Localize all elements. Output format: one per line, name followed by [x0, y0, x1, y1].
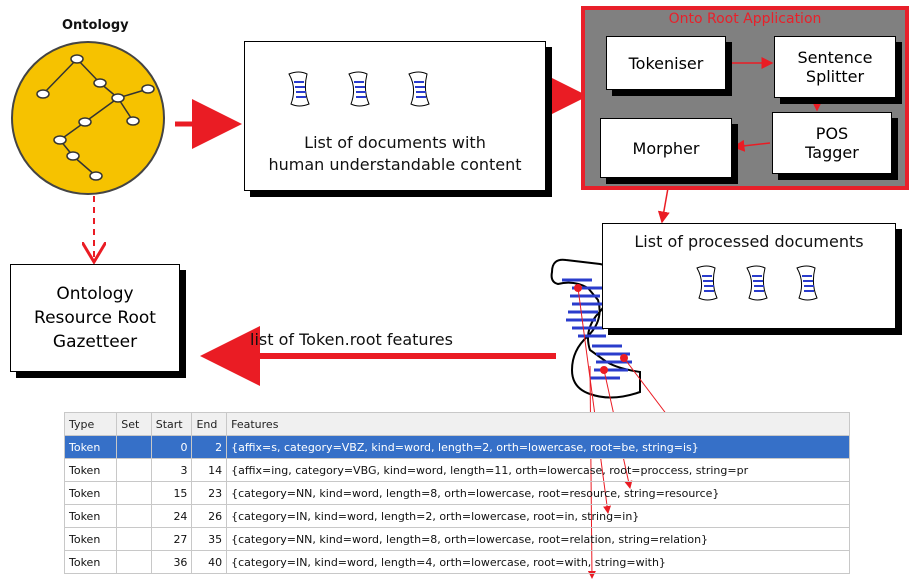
cell-start: 0 — [150, 435, 193, 459]
cell-features: {category=NN, kind=word, length=8, orth=… — [226, 481, 850, 505]
processed-documents-icons — [693, 264, 833, 304]
cell-features: {category=IN, kind=word, length=2, orth=… — [226, 504, 850, 528]
processed-documents-title: List of processed documents — [634, 232, 864, 251]
morpher-box: Morpher — [600, 118, 732, 178]
cell-set — [116, 435, 152, 459]
token-root-arrow-label: list of Token.root features — [250, 330, 453, 349]
cell-set — [116, 458, 152, 482]
cell-start: 27 — [150, 527, 193, 551]
documents-label-line1: List of documents with — [304, 133, 486, 152]
column-header-type[interactable]: Type — [64, 412, 118, 436]
column-header-end[interactable]: End — [191, 412, 228, 436]
cell-start: 3 — [150, 458, 193, 482]
tokeniser-label: Tokeniser — [628, 53, 704, 73]
pos-tagger-box: POS Tagger — [772, 112, 892, 174]
gazetteer-box: Ontology Resource Root Gazetteer — [10, 264, 180, 372]
cell-features: {affix=s, category=VBZ, kind=word, lengt… — [226, 435, 850, 459]
processed-document-scroll — [550, 258, 641, 399]
morpher-label: Morpher — [632, 138, 700, 158]
gazetteer-label-1: Ontology — [56, 284, 134, 304]
cell-end: 14 — [191, 458, 228, 482]
sentence-splitter-label-2: Splitter — [805, 67, 865, 86]
cell-end: 35 — [191, 527, 228, 551]
cell-type: Token — [64, 550, 118, 574]
gazetteer-label-2: Resource Root — [34, 308, 156, 328]
cell-type: Token — [64, 458, 118, 482]
cell-type: Token — [64, 504, 118, 528]
cell-end: 23 — [191, 481, 228, 505]
arrow-app-to-processed — [657, 187, 670, 224]
documents-box: List of documents with human understanda… — [244, 41, 546, 191]
cell-features: {category=IN, kind=word, length=4, orth=… — [226, 550, 850, 574]
pos-tagger-label-1: POS — [815, 124, 849, 143]
cell-set — [116, 527, 152, 551]
cell-set — [116, 550, 152, 574]
cell-type: Token — [64, 527, 118, 551]
cell-features: {category=NN, kind=word, length=8, orth=… — [226, 527, 850, 551]
cell-set — [116, 504, 152, 528]
column-header-start[interactable]: Start — [150, 412, 193, 436]
cell-start: 36 — [150, 550, 193, 574]
cell-set — [116, 481, 152, 505]
column-header-features[interactable]: Features — [226, 412, 850, 436]
sentence-splitter-box: Sentence Splitter — [774, 36, 896, 98]
ontology-graph — [11, 41, 165, 195]
column-header-set[interactable]: Set — [116, 412, 152, 436]
cell-end: 26 — [191, 504, 228, 528]
processed-documents-box: List of processed documents — [602, 223, 896, 329]
cell-features: {affix=ing, category=VBG, kind=word, len… — [226, 458, 850, 482]
cell-type: Token — [64, 435, 118, 459]
cell-end: 40 — [191, 550, 228, 574]
ontology-label: Ontology — [62, 18, 129, 33]
cell-start: 24 — [150, 504, 193, 528]
cell-start: 15 — [150, 481, 193, 505]
gazetteer-label-3: Gazetteer — [52, 332, 138, 352]
pos-tagger-label-2: Tagger — [805, 143, 859, 162]
cell-end: 2 — [191, 435, 228, 459]
cell-type: Token — [64, 481, 118, 505]
documents-label-line2: human understandable content — [268, 155, 522, 174]
tokeniser-box: Tokeniser — [606, 36, 726, 90]
sentence-splitter-label-1: Sentence — [797, 48, 873, 67]
app-title: Onto Root Application — [668, 11, 822, 27]
documents-icons — [285, 70, 445, 110]
